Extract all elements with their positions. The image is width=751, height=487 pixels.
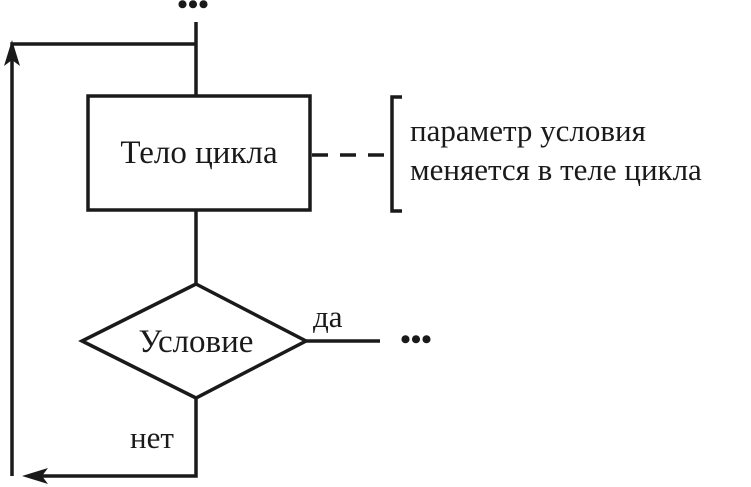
yes-label: да — [313, 299, 343, 334]
no-label: нет — [130, 420, 174, 455]
loop-up-arrowhead — [4, 40, 20, 66]
no-branch-line — [32, 398, 198, 478]
top-continuation-dots: ••• — [177, 0, 209, 21]
yes-continuation-dots: ••• — [400, 323, 432, 356]
condition-label: Условие — [139, 324, 254, 360]
annotation-bracket — [390, 95, 402, 213]
annotation-line-2: меняется в теле цикла — [410, 152, 702, 187]
no-branch-arrowhead — [22, 468, 48, 484]
loop-body-label: Тело цикла — [120, 135, 278, 171]
annotation-line-1: параметр условия — [410, 113, 646, 148]
loop-body-block — [86, 94, 312, 212]
